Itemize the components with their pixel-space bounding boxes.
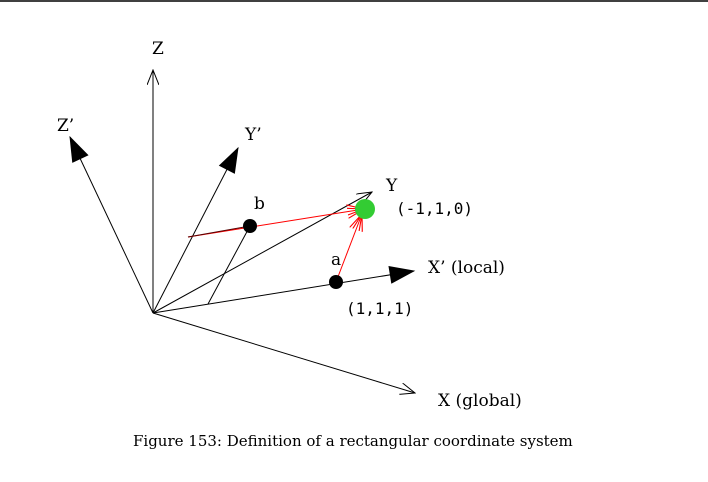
vector-b-to-target	[187, 209, 364, 238]
x-axis-global	[152, 312, 415, 393]
z-local-axis-label: Z’	[57, 116, 74, 136]
x-axis-local	[152, 265, 416, 314]
target-point	[355, 199, 375, 219]
projection-line-b	[207, 225, 251, 305]
point-b-label: b	[254, 194, 265, 214]
z-axis-label: Z	[152, 39, 164, 59]
y-axis-local	[152, 146, 239, 314]
vector-a-to-target	[335, 214, 362, 283]
z-axis-local	[69, 135, 154, 314]
vector-b-shadow	[187, 225, 251, 238]
x-local-axis-label: X’ (local)	[428, 258, 505, 278]
point-a-label: a	[331, 250, 341, 270]
y-axis-global	[152, 192, 372, 314]
target-point-coords: (-1,1,0)	[396, 199, 473, 218]
y-local-axis-label: Y’	[244, 125, 262, 145]
x-axis-label: X (global)	[438, 391, 522, 411]
figure-caption: Figure 153: Definition of a rectangular …	[133, 432, 573, 450]
point-a	[329, 275, 343, 289]
y-axis-label: Y	[385, 176, 398, 196]
point-a-coords: (1,1,1)	[346, 299, 413, 318]
point-b	[243, 219, 257, 233]
